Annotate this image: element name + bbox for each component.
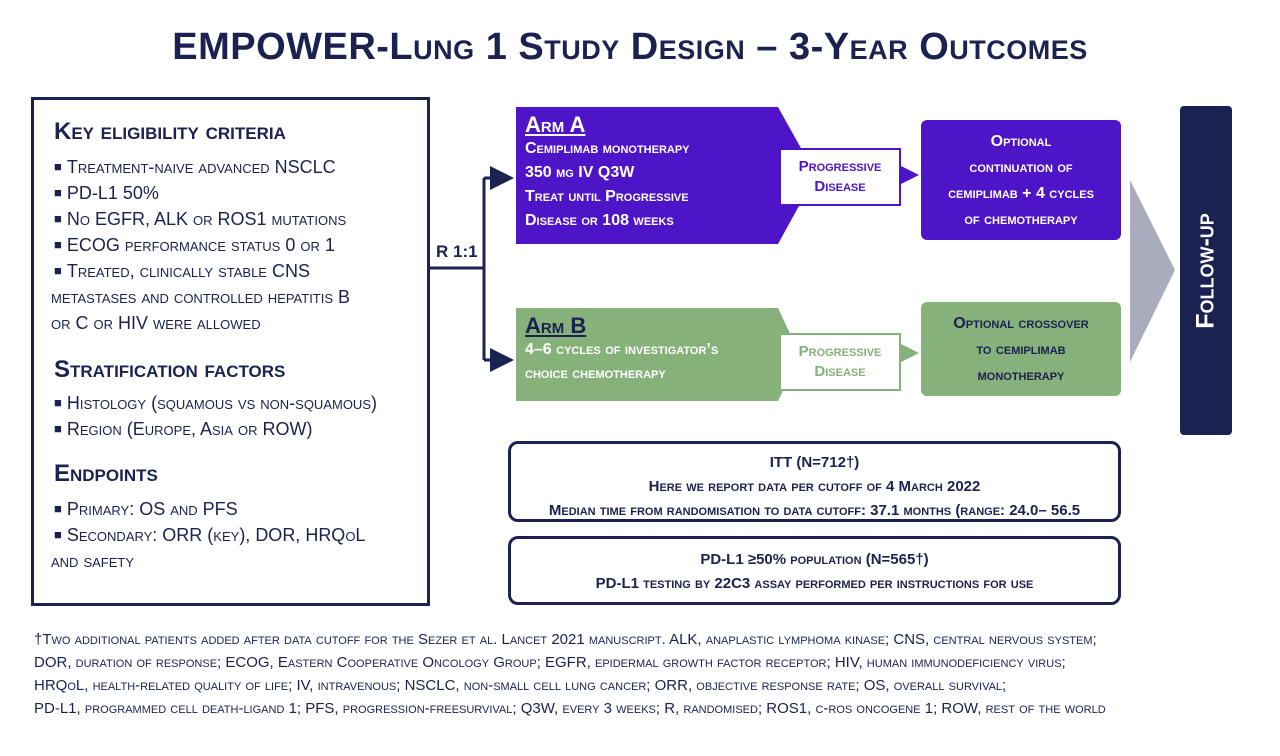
eligibility-item: ■PD-L1 50% (54, 183, 159, 203)
eligibility-item: ■Treated, clinically stable CNS (54, 261, 310, 281)
follow-up-box: Follow-up (1180, 106, 1232, 435)
option-a-line: cemiplimab + 4 cycles (948, 185, 1094, 202)
arm-b-line: choice chemotherapy (525, 365, 666, 382)
itt-line: Median time from randomisation to data c… (548, 502, 1081, 519)
progressive-disease-b-line: Disease (814, 363, 866, 380)
pdl1-population-box: PD-L1 ≥50% population (N=565†) PD-L1 tes… (508, 536, 1121, 605)
eligibility-continuation: metastases and controlled hepatitis B (51, 287, 351, 307)
progressive-disease-a-line: Disease (814, 178, 866, 195)
endpoint-item: ■Primary: OS and PFS (54, 499, 238, 519)
option-a-line: Optional (990, 133, 1052, 150)
footnote-line: DOR, duration of response; ECOG, Eastern… (34, 654, 1066, 671)
stratification-item: ■Histology (squamous vs non-squamous) (54, 393, 377, 413)
arm-a-line: Treat until Progressive (525, 188, 689, 205)
option-b-line: monotherapy (977, 367, 1065, 384)
page-title: EMPOWER-Lung 1 Study Design – 3-Year Out… (172, 26, 1088, 68)
option-a-box: Optional continuation of cemiplimab + 4 … (921, 120, 1121, 240)
eligibility-list: ■Treatment-naive advanced NSCLC ■PD-L1 5… (51, 154, 427, 336)
progressive-disease-b: Progressive Disease (779, 333, 901, 391)
eligibility-item: ■Treatment-naive advanced NSCLC (54, 157, 336, 177)
progressive-disease-a: Progressive Disease (779, 148, 901, 206)
arm-a-box: Arm A Cemiplimab monotherapy 350 mg IV Q… (516, 107, 778, 244)
itt-box: ITT (N=712†) Here we report data per cut… (508, 441, 1121, 522)
stratification-list: ■Histology (squamous vs non-squamous) ■R… (54, 390, 427, 442)
option-a-line: continuation of (969, 159, 1073, 176)
eligibility-item: ■ECOG performance status 0 or 1 (54, 235, 335, 255)
endpoint-item: ■Secondary: ORR (key), DOR, HRQoL (54, 525, 366, 545)
footnote: †Two additional patients added after dat… (34, 628, 1254, 720)
arm-b-heading: Arm B (525, 313, 587, 338)
stratification-item: ■Region (Europe, Asia or ROW) (54, 419, 313, 439)
criteria-panel: Key eligibility criteria ■Treatment-naiv… (31, 97, 430, 606)
itt-line: Here we report data per cutoff of 4 Marc… (648, 478, 981, 495)
footnote-line: †Two additional patients added after dat… (34, 631, 1097, 648)
eligibility-continuation: or C or HIV were allowed (51, 313, 261, 333)
follow-up-arrow (1130, 180, 1175, 362)
option-b-line: to cemiplimab (976, 341, 1066, 358)
follow-up-label: Follow-up (1191, 212, 1220, 329)
stratification-heading: Stratification factors (54, 356, 286, 383)
arm-b-box: Arm B 4–6 cycles of investigator’s choic… (516, 308, 778, 401)
arm-a-line: Disease or 108 weeks (525, 212, 674, 229)
pdl1-line: PD-L1 ≥50% population (N=565†) (700, 551, 929, 568)
option-b-box: Optional crossover to cemiplimab monothe… (921, 302, 1121, 396)
pdl1-line: PD-L1 testing by 22C3 assay performed pe… (595, 575, 1034, 592)
option-a-line: of chemotherapy (964, 211, 1078, 228)
arm-b-line: 4–6 cycles of investigator’s (525, 341, 719, 358)
eligibility-item: ■No EGFR, ALK or ROS1 mutations (54, 209, 347, 229)
endpoints-heading: Endpoints (54, 460, 158, 487)
footnote-line: HRQoL, health-related quality of life; I… (34, 677, 1007, 694)
arm-a-line: Cemiplimab monotherapy (525, 140, 690, 157)
progressive-disease-b-line: Progressive (798, 343, 882, 360)
arm-a-heading: Arm A (525, 112, 586, 137)
endpoints-list: ■Primary: OS and PFS ■Secondary: ORR (ke… (51, 496, 427, 574)
itt-line: ITT (N=712†) (769, 454, 860, 471)
randomisation-label: R 1:1 (436, 242, 478, 261)
eligibility-heading: Key eligibility criteria (54, 118, 286, 145)
option-b-line: Optional crossover (953, 315, 1089, 332)
footnote-line: PD-L1, programmed cell death-ligand 1; P… (34, 700, 1106, 717)
endpoint-continuation: and safety (51, 551, 135, 571)
progressive-disease-a-line: Progressive (798, 158, 882, 175)
arm-a-line: 350 mg IV Q3W (525, 164, 635, 181)
